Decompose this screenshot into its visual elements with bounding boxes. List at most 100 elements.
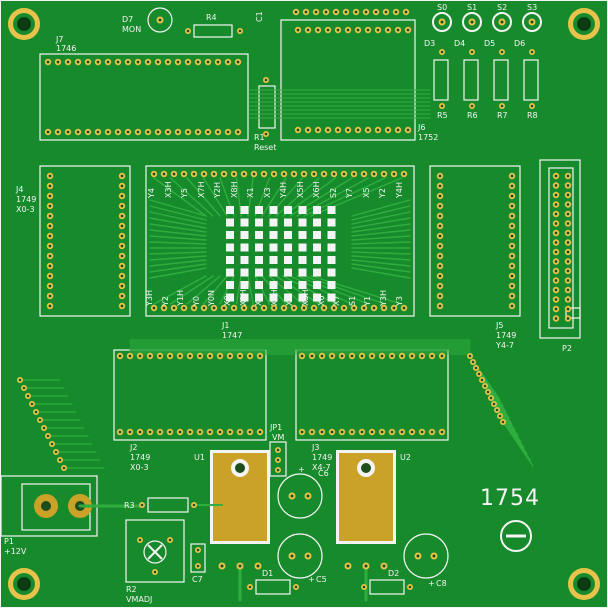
pad-hole: [510, 304, 514, 308]
pad-hole: [376, 128, 380, 132]
r3-ref: R3: [124, 501, 135, 510]
pad-hole: [510, 194, 514, 198]
matrix-pad: [226, 231, 234, 239]
pad-hole: [182, 306, 186, 310]
pad-hole: [372, 172, 376, 176]
pad-hole: [56, 60, 60, 64]
pad-hole: [146, 60, 150, 64]
pad-hole: [344, 10, 348, 14]
pad-hole: [126, 130, 130, 134]
pad-hole: [218, 354, 222, 358]
matrix-pad: [255, 218, 263, 227]
pad-hole: [360, 430, 364, 434]
matrix-pad: [284, 293, 292, 302]
matrix-pad: [284, 218, 292, 227]
pad-hole: [48, 284, 52, 288]
matrix-label: Y3: [394, 296, 404, 306]
pad-hole: [152, 306, 156, 310]
matrix-side-trace: [351, 263, 411, 273]
pad-hole: [252, 172, 256, 176]
matrix-label: Y4: [147, 188, 156, 198]
pad-hole: [376, 28, 380, 32]
pad-hole: [156, 130, 160, 134]
pad-hole: [566, 184, 570, 187]
pad-hole: [48, 254, 52, 258]
matrix-pad: [313, 293, 321, 302]
pad-hole: [48, 184, 52, 188]
matrix-side-trace: [351, 259, 411, 267]
pad-hole: [438, 184, 442, 188]
matrix-label: Y1: [363, 296, 373, 306]
pad-hole: [198, 354, 202, 358]
pad-hole: [312, 306, 316, 310]
pad-hole: [198, 430, 202, 434]
j1-value: 1747: [222, 331, 243, 340]
pad-hole: [386, 28, 390, 32]
pad-hole: [172, 172, 176, 176]
j2-sub: X0-3: [130, 463, 149, 472]
pad-hole: [396, 28, 400, 32]
d6-ref: D6: [514, 39, 526, 48]
pad-hole: [76, 60, 80, 64]
pad-hole: [158, 354, 162, 358]
matrix-pad: [327, 293, 336, 302]
pad-hole: [312, 172, 316, 176]
pad-hole: [42, 426, 46, 430]
matrix-label: Y2: [160, 296, 170, 306]
pad-hole: [238, 564, 242, 568]
pad-hole: [554, 317, 558, 320]
pad-hole: [206, 60, 210, 64]
pad-hole: [566, 174, 570, 178]
p1-value: +12V: [4, 547, 27, 556]
pad-hole: [394, 10, 398, 14]
c6-ref: C6: [318, 469, 329, 478]
matrix-fan-trace: [235, 275, 242, 305]
pad-hole: [96, 130, 100, 134]
j7-value: 1746: [56, 44, 77, 53]
matrix-pad: [226, 281, 234, 289]
matrix-fan-trace: [202, 275, 228, 305]
pad-hole: [258, 430, 262, 434]
pad-hole: [492, 402, 496, 406]
pad-hole: [402, 306, 406, 310]
matrix-fan-trace: [169, 275, 214, 305]
j5-ref: J5: [496, 321, 504, 330]
pad-hole: [118, 430, 122, 434]
matrix-fan-trace: [268, 275, 304, 305]
pad-hole: [26, 394, 30, 398]
matrix-label: X7H: [196, 181, 206, 198]
matrix-side-trace: [149, 211, 207, 225]
c8-plus: +: [428, 579, 435, 588]
pad-hole: [236, 130, 240, 134]
pad-hole: [120, 194, 124, 198]
matrix-fan-trace: [289, 275, 353, 305]
pad-hole: [370, 354, 374, 358]
pad-hole: [206, 130, 210, 134]
matrix-pad: [226, 293, 234, 302]
pad-hole: [554, 307, 558, 311]
pad-hole: [258, 354, 262, 358]
matrix-pad: [327, 256, 336, 264]
d3-ref: D3: [424, 39, 436, 48]
matrix-side-trace: [149, 223, 207, 233]
pad-hole: [172, 306, 176, 310]
matrix-pad: [313, 256, 321, 264]
matrix-side-trace: [149, 229, 207, 237]
matrix-side-trace: [351, 251, 411, 255]
matrix-label: X2: [254, 295, 264, 306]
pad-hole: [440, 50, 444, 54]
matrix-label: Y3H: [145, 290, 154, 306]
pad-hole: [354, 10, 358, 14]
matrix-side-trace: [351, 223, 411, 233]
right-bus-trace: [502, 421, 534, 467]
matrix-pad: [313, 243, 321, 252]
matrix-pad: [284, 281, 292, 289]
pad-hole: [306, 494, 310, 498]
pad-hole: [294, 10, 298, 14]
pad-hole: [196, 548, 200, 552]
matrix-side-trace: [149, 241, 207, 245]
pad-hole: [360, 354, 364, 358]
pad-hole: [18, 378, 22, 382]
matrix-pad: [327, 268, 336, 277]
pad-hole: [148, 354, 152, 358]
